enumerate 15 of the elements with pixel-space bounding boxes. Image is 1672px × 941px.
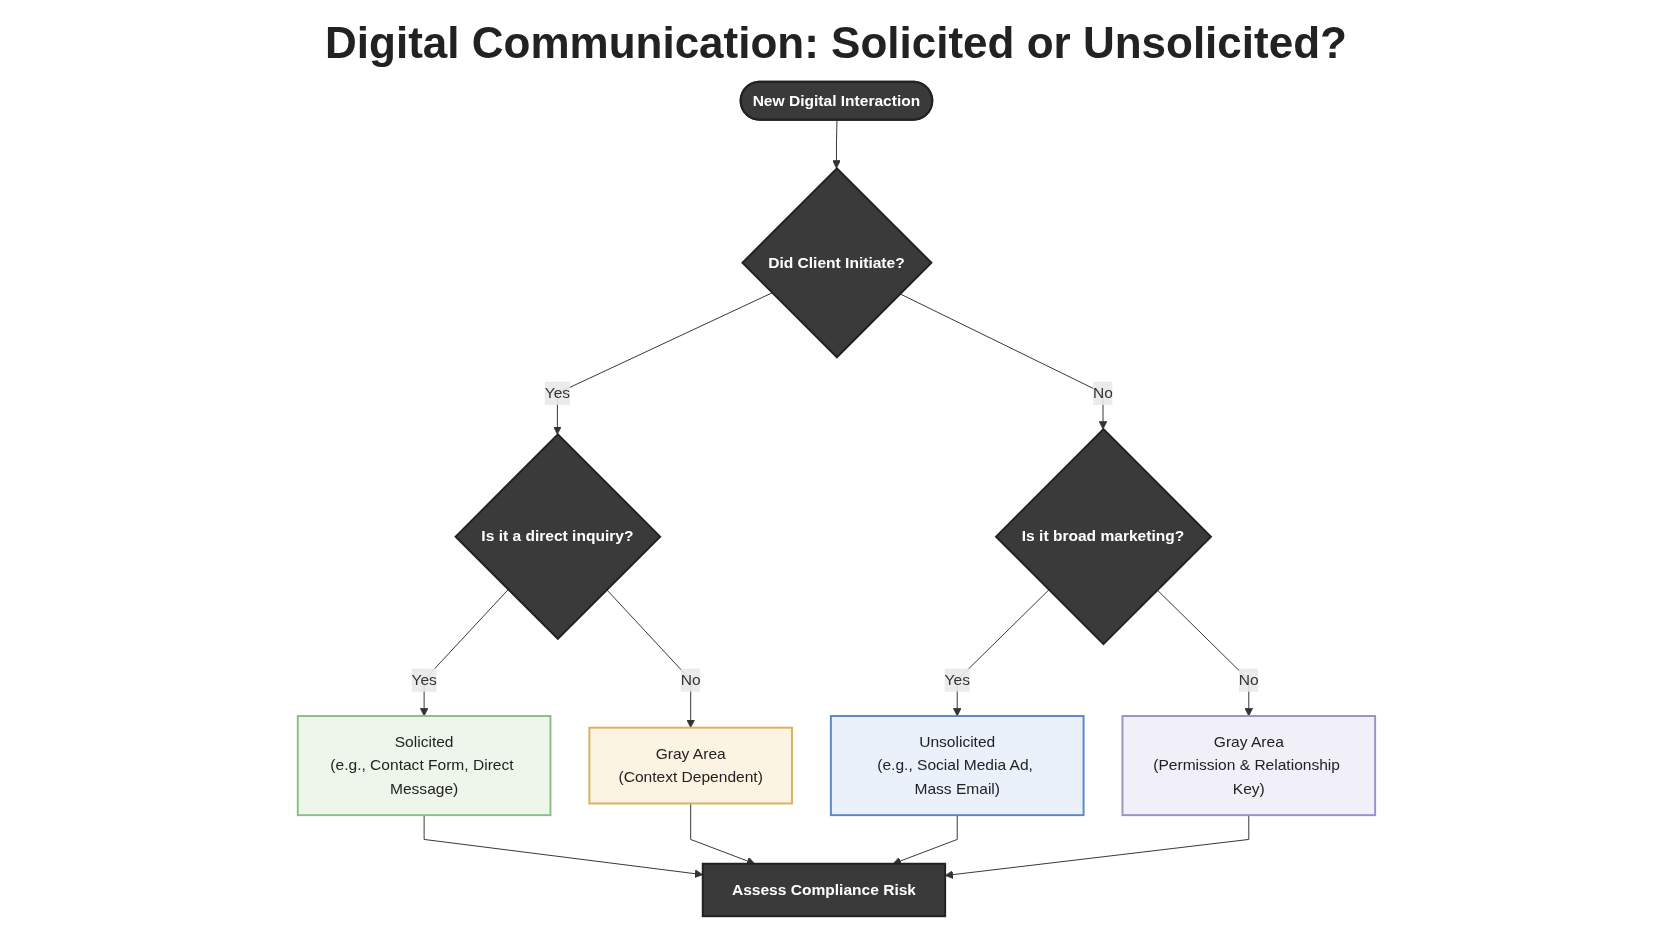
edge-label: No: [1092, 384, 1113, 401]
diagram-title: Digital Communication: Solicited or Unsolicited?: [324, 18, 1348, 68]
node-box: Unsolicited (e.g., Social Media Ad, Mass Email): [829, 715, 1085, 817]
node-box: Gray Area (Permission & Relationship Key): [1121, 715, 1376, 817]
node-diamond: Is it broad marketing?: [994, 427, 1212, 646]
edge-label: No: [680, 671, 701, 688]
node-box: Assess Compliance Risk: [701, 862, 946, 918]
edge-label: Yes: [410, 671, 437, 688]
edge-label: Yes: [544, 384, 570, 401]
edge-label: Yes: [944, 671, 970, 688]
node-diamond: Did Client Initiate?: [740, 166, 933, 359]
node-diamond: Is it a direct inquiry?: [453, 432, 662, 641]
edge-label: No: [1238, 671, 1259, 688]
node-box: Gray Area (Context Dependent): [587, 726, 793, 805]
node-box: Solicited (e.g., Contact Form, Direct Message): [296, 715, 551, 817]
